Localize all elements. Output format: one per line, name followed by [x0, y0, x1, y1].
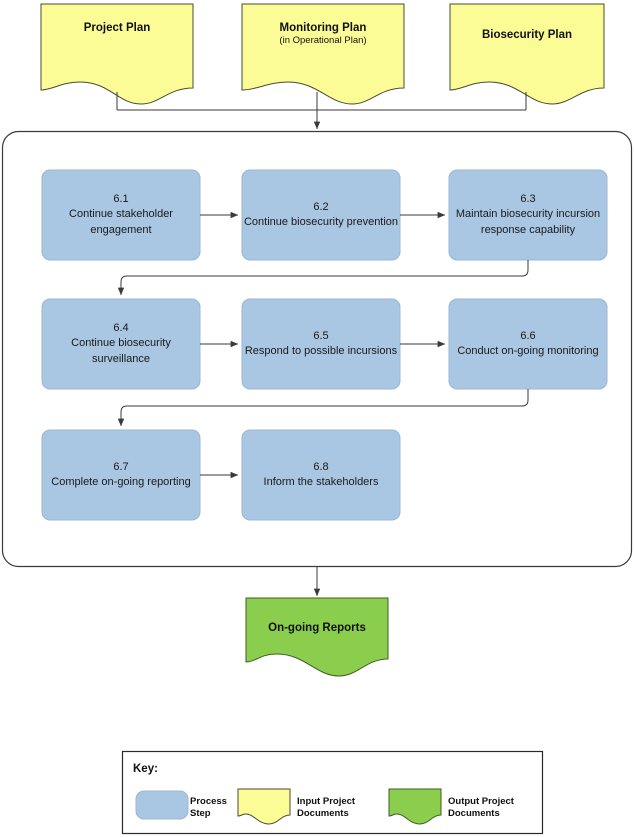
process-box-6-8[interactable]: [241, 429, 401, 521]
doc-title: On-going Reports: [268, 622, 366, 634]
output-document-label-ongoing-reports: On-going Reports: [246, 622, 388, 634]
key-title: Key:: [133, 763, 158, 775]
process-group-container: [1, 130, 633, 568]
arrow-6-6-to-6-7: [117, 389, 529, 427]
key-label-line2: Documents: [297, 808, 349, 819]
arrow-6-3-to-6-4: [117, 260, 529, 296]
key-panel: [121, 750, 544, 835]
key-label-input-documents: Input Project Documents: [297, 796, 369, 820]
input-document-shape-project-plan[interactable]: [40, 3, 194, 105]
process-box-6-1[interactable]: [41, 169, 201, 261]
key-label-line1: Output Project: [448, 796, 514, 807]
key-label-process-step: Process Step: [190, 796, 238, 820]
process-box-6-6[interactable]: [448, 298, 608, 390]
key-label-line1: Input Project: [297, 796, 356, 807]
key-swatch-input-document: [237, 788, 291, 825]
key-label-output-documents: Output Project Documents: [448, 796, 528, 820]
input-document-shape-biosecurity-plan[interactable]: [449, 3, 605, 105]
process-box-6-2[interactable]: [241, 169, 401, 261]
process-box-6-5[interactable]: [241, 298, 401, 390]
process-box-6-7[interactable]: [41, 429, 201, 521]
key-label-line1: Process: [190, 796, 227, 807]
key-label-line2: Step: [190, 808, 211, 819]
process-box-6-4[interactable]: [41, 298, 201, 390]
process-box-6-3[interactable]: [448, 169, 608, 261]
input-document-shape-monitoring-plan[interactable]: [241, 3, 405, 105]
key-swatch-output-document: [388, 788, 442, 825]
key-label-line2: Documents: [448, 808, 500, 819]
key-swatch-process-step: [135, 790, 189, 820]
output-document-shape-ongoing-reports[interactable]: [245, 597, 389, 677]
